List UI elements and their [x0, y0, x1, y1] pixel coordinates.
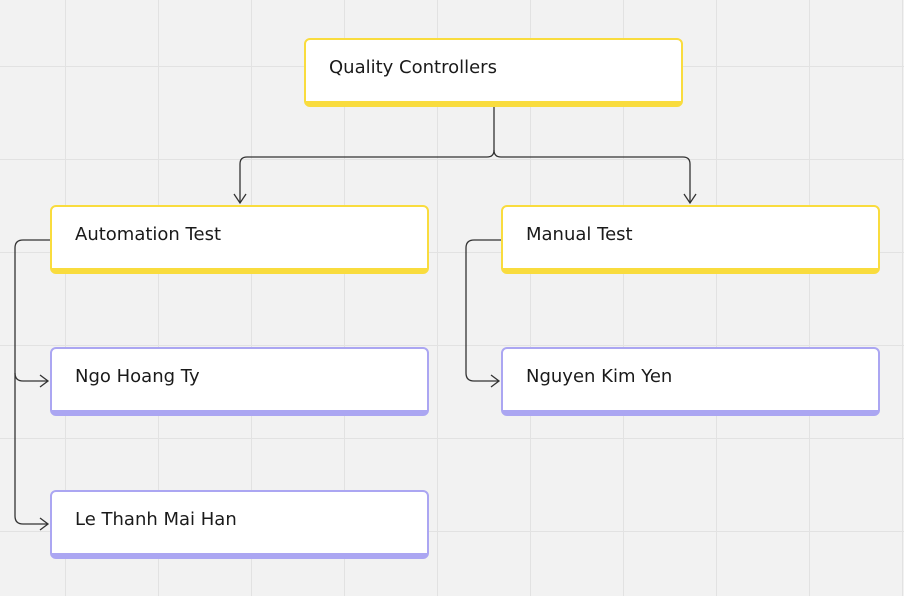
- node-label: Nguyen Kim Yen: [526, 366, 673, 387]
- connector-root-to-automation-test: [239, 106, 495, 203]
- connector-manual-test-to-nguyen-kim-yen: [465, 239, 501, 382]
- node-label: Quality Controllers: [329, 57, 497, 78]
- node-manual-test[interactable]: Manual Test: [501, 205, 880, 274]
- node-label: Ngo Hoang Ty: [75, 366, 200, 387]
- arrowhead-ngo-hoang-ty: [39, 374, 50, 388]
- arrowhead-le-thanh-mai-han: [39, 517, 50, 531]
- node-nguyen-kim-yen[interactable]: Nguyen Kim Yen: [501, 347, 880, 416]
- node-quality-controllers[interactable]: Quality Controllers: [304, 38, 683, 107]
- arrowhead-automation-test: [233, 193, 247, 205]
- node-label: Manual Test: [526, 224, 633, 245]
- node-ngo-hoang-ty[interactable]: Ngo Hoang Ty: [50, 347, 429, 416]
- connector-automation-test-trunk: [14, 239, 50, 525]
- connector-automation-test-to-ngo-hoang-ty: [14, 372, 48, 382]
- node-label: Le Thanh Mai Han: [75, 509, 237, 530]
- node-label: Automation Test: [75, 224, 222, 245]
- node-le-thanh-mai-han[interactable]: Le Thanh Mai Han: [50, 490, 429, 559]
- arrowhead-manual-test: [683, 193, 697, 205]
- arrowhead-nguyen-kim-yen: [490, 374, 501, 388]
- node-automation-test[interactable]: Automation Test: [50, 205, 429, 274]
- connector-root-to-manual-test: [493, 149, 691, 203]
